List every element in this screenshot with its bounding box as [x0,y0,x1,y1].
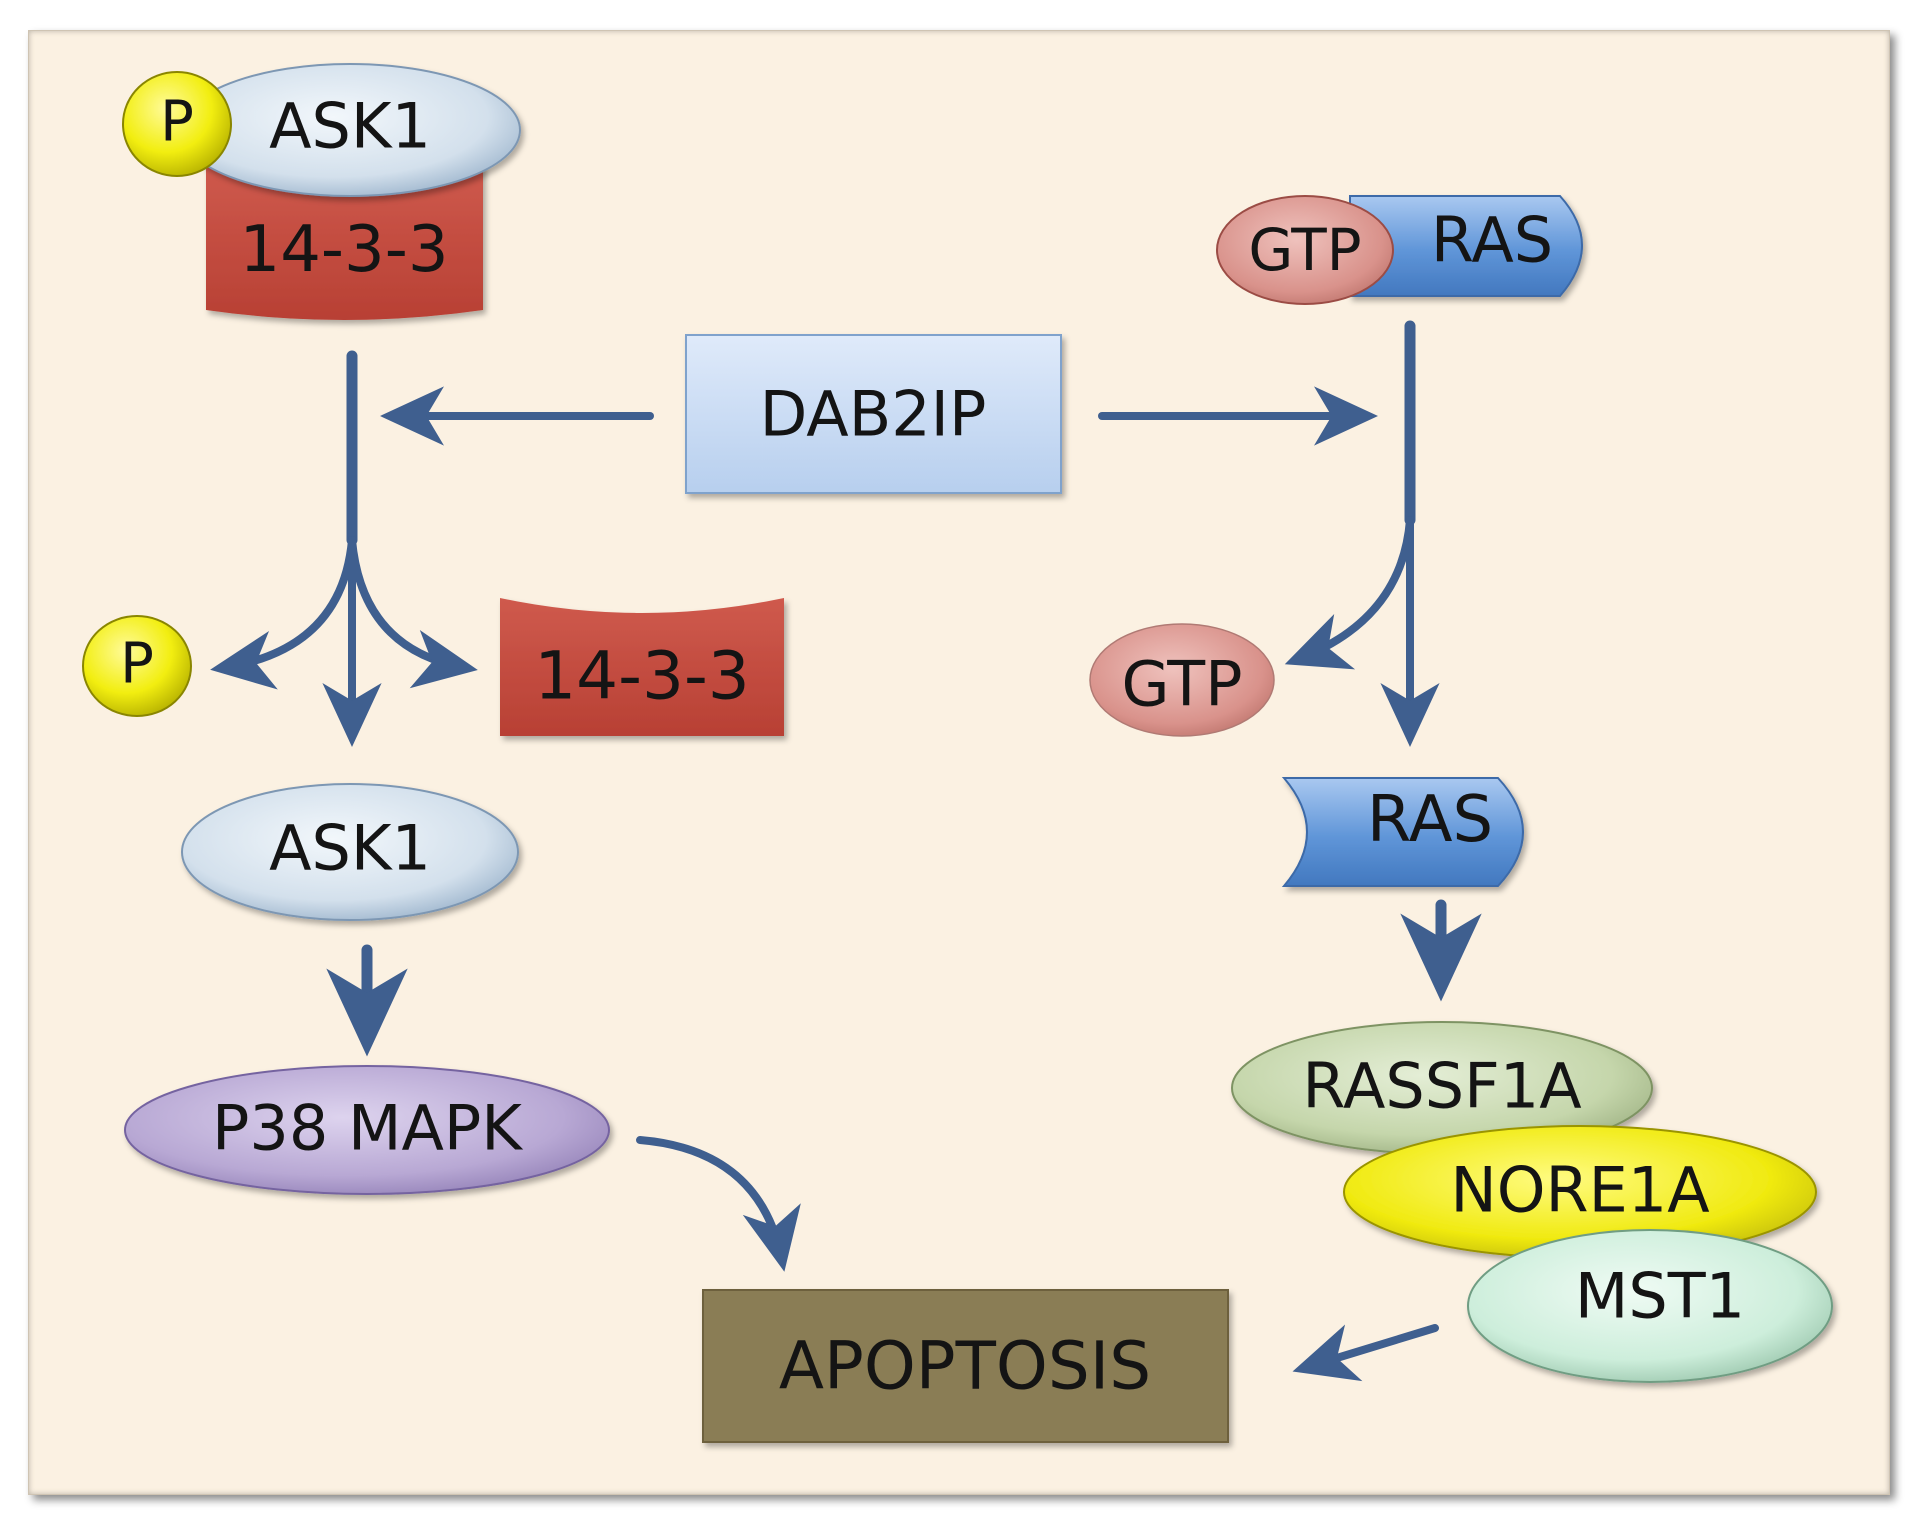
dab2ip-node: DAB2IP [685,334,1062,494]
arrow-mst1-to-apoptosis [1292,1324,1439,1382]
complex-14-3-3-label: 14-3-3 [239,213,448,287]
ras-free-shape [1281,777,1524,887]
complex-ask1-label: ASK1 [269,90,431,163]
arrow-release-p [210,536,356,690]
complex-ras-shape [1349,195,1583,297]
ask1-free-label: ASK1 [269,812,431,885]
p38-mapk: P38 MAPK [124,1065,610,1195]
ask1-free-ellipse [181,783,519,921]
arrow-release-14-3-3 [348,536,478,689]
dab2ip-label: DAB2IP [760,378,987,451]
dab2ip-box [685,334,1062,494]
ras-free-label: RAS [1367,783,1493,857]
p38-ellipse [124,1065,610,1195]
arrows [210,320,1482,1382]
released-14-3-3-label: 14-3-3 [534,638,750,715]
released-gtp-ellipse [1089,623,1275,737]
apoptosis-box [702,1289,1229,1443]
released-gtp-label: GTP [1121,648,1242,721]
ras-gtp-complex: RAS GTP [1216,195,1583,305]
complex-gtp-ellipse [1216,195,1394,305]
mst1-label: MST1 [1575,1260,1745,1333]
nore1a-label: NORE1A [1450,1154,1709,1227]
ask1-1433-complex: 14-3-3 ASK1 P [122,63,521,320]
mst1-ellipse [1467,1229,1833,1383]
nore1a: NORE1A [1343,1125,1817,1259]
apoptosis-label: APOPTOSIS [779,1328,1151,1405]
complex-ras-label: RAS [1431,204,1553,277]
mst1: MST1 [1467,1229,1833,1383]
p38-label: P38 MAPK [212,1092,523,1165]
arrow-p38-to-apoptosis [636,1136,801,1272]
rassf1a-label: RASSF1A [1302,1050,1581,1123]
released-14-3-3: 14-3-3 [500,598,784,736]
released-14-3-3-block [500,598,784,736]
arrow-release-gtp [1284,516,1414,670]
released-phosphate-label: P [120,632,154,697]
complex-gtp-label: GTP [1248,216,1361,284]
rassf1a: RASSF1A [1231,1021,1653,1155]
complex-14-3-3-block [206,162,483,320]
released-gtp: GTP [1089,623,1275,737]
released-phosphate: P [82,615,192,717]
apoptosis-node: APOPTOSIS [702,1289,1229,1443]
released-phosphate-circle [82,615,192,717]
complex-phosphate-label: P [160,90,194,155]
ask1-free: ASK1 [181,783,519,921]
ras-free: RAS [1281,777,1524,887]
complex-phosphate-circle [122,71,232,177]
